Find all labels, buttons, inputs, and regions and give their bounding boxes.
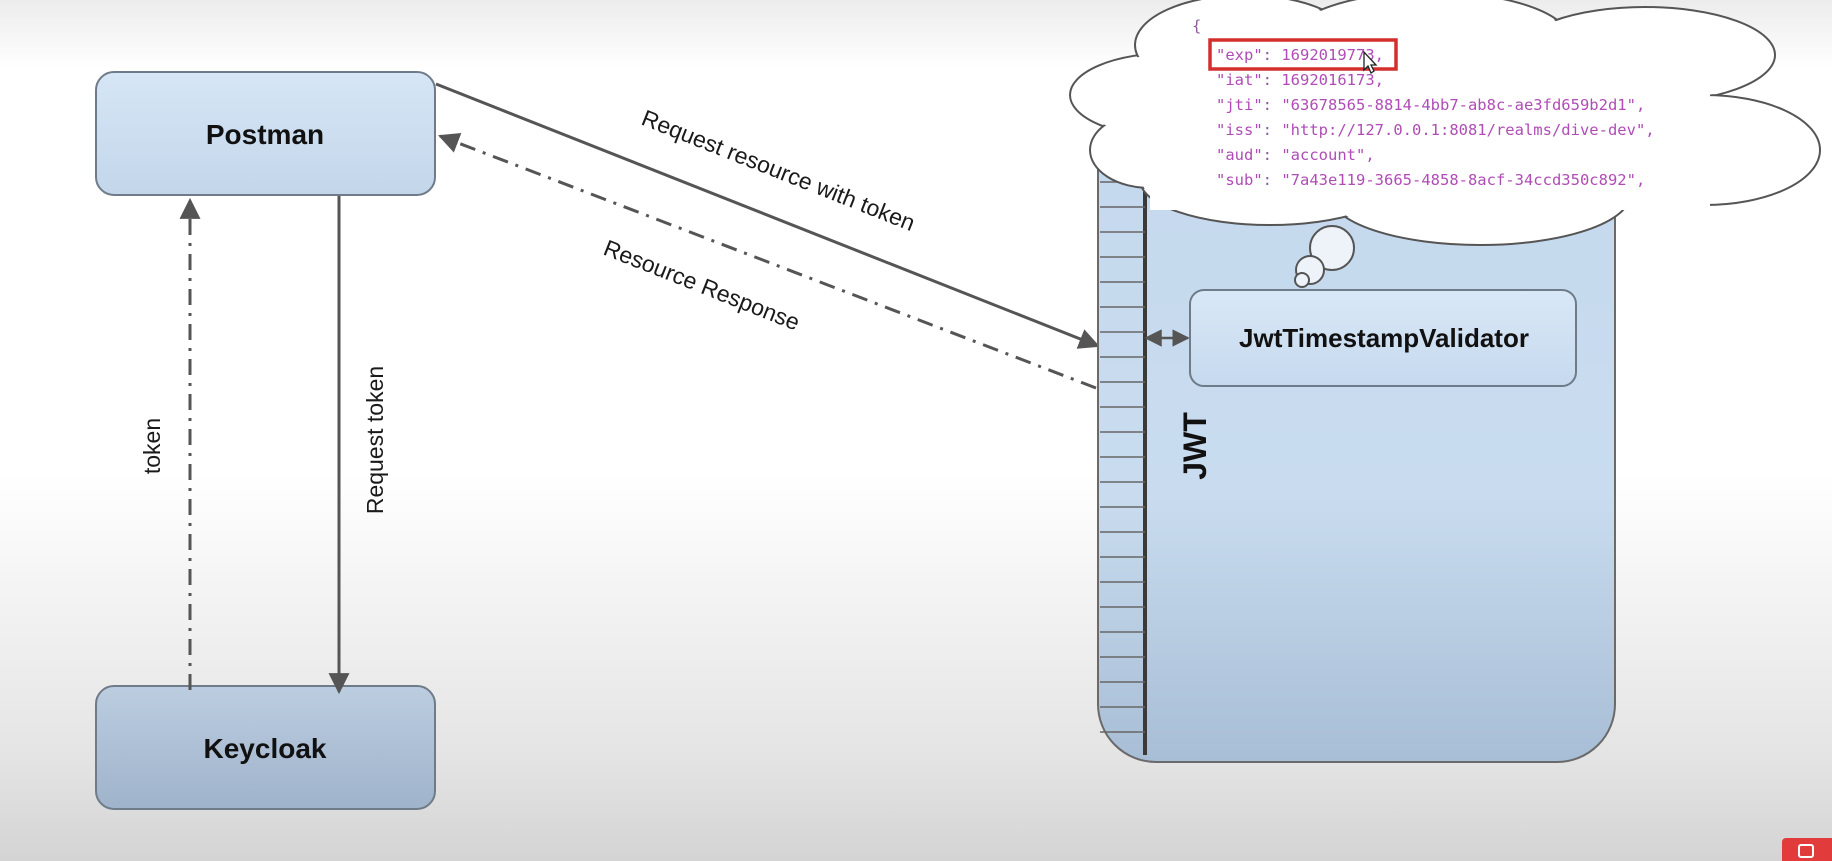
json-line-iss: "iss": "http://127.0.0.1:8081/realms/div…: [1216, 121, 1655, 139]
json-line-jti: "jti": "63678565-8814-4bb7-ab8c-ae3fd659…: [1216, 96, 1645, 114]
window-badge-glyph: [1798, 844, 1814, 858]
keycloak-label: Keycloak: [204, 733, 327, 764]
request-token-label: Request token: [362, 366, 388, 514]
jwt-label: JWT: [1177, 412, 1213, 480]
json-line-iat: "iat": 1692016173,: [1216, 71, 1384, 89]
keycloak-node: Keycloak: [95, 685, 436, 810]
request-resource-arrow: [435, 82, 1100, 349]
json-line-exp: "exp": 1692019773,: [1216, 46, 1384, 64]
json-line-aud: "aud": "account",: [1216, 146, 1375, 164]
jwt-payload: { "exp": 1692019773, "iat": 1692016173, …: [1192, 17, 1655, 189]
exp-highlight-box: [1208, 38, 1398, 71]
json-open-brace: {: [1192, 17, 1201, 35]
resource-response-arrow: [438, 132, 1097, 390]
resource-response-label: Resource Response: [600, 234, 803, 335]
validator-node: JwtTimestampValidator: [1189, 289, 1577, 387]
request-resource-label: Request resource with token: [638, 104, 919, 235]
mouse-pointer-icon: [1363, 50, 1378, 74]
json-line-sub: "sub": "7a43e119-3665-4858-8acf-34ccd350…: [1216, 171, 1645, 189]
postman-label: Postman: [206, 119, 324, 150]
window-badge-icon[interactable]: [1782, 838, 1832, 861]
thought-cloud: { "exp": 1692019773, "iat": 1692016173, …: [1069, 0, 1821, 288]
postman-node: Postman: [95, 71, 436, 196]
validator-label: JwtTimestampValidator: [1239, 323, 1529, 353]
jwt-container: JWT: [1097, 93, 1616, 763]
token-label: token: [139, 418, 165, 474]
